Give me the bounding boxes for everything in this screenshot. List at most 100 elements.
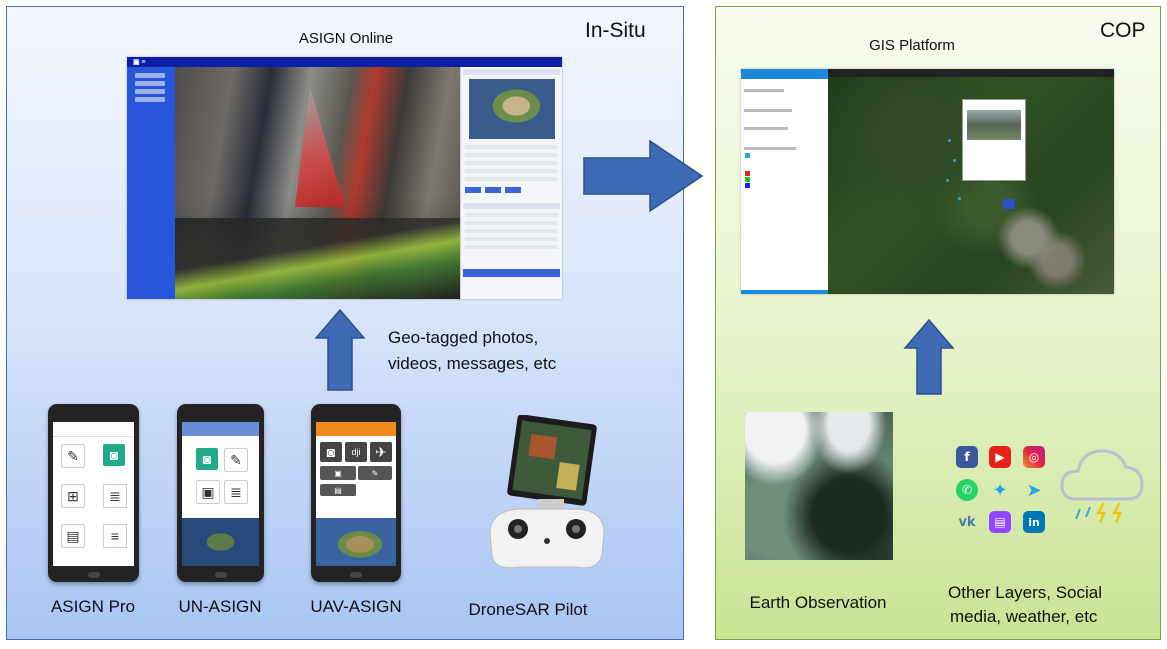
asign-online-screenshot: ▣ ≡	[127, 57, 562, 299]
camera-icon: ◙	[196, 448, 218, 470]
device-label-uav-asign: UAV-ASIGN	[310, 597, 402, 616]
gis-platform-screenshot	[741, 69, 1114, 294]
up-arrow-to-asign-online	[314, 308, 366, 391]
camera-icon: ◙	[103, 444, 125, 466]
world-map	[182, 518, 259, 566]
map-pin	[958, 197, 961, 200]
sidebar-item	[135, 97, 165, 102]
sidebar-item	[135, 73, 165, 78]
popup-photo	[967, 110, 1021, 140]
news-icon: ▤	[61, 524, 85, 548]
vk-icon: vk	[958, 514, 976, 530]
asign-online-sidebar	[127, 67, 175, 299]
device-label-dronesar-pilot: DroneSAR Pilot	[468, 600, 588, 619]
details-header	[463, 69, 560, 75]
details-row	[465, 169, 558, 173]
message-row	[465, 245, 558, 249]
asign-logo: ▣ ≡	[133, 59, 146, 66]
sailing-boat-photo	[175, 67, 460, 299]
details-button	[465, 187, 481, 193]
asign-online-details-panel	[460, 67, 562, 299]
home-button	[350, 572, 362, 578]
sidebar-item	[135, 89, 165, 94]
asign-pro-phone: ✎ ◙ ⊞ ≣ ▤ ≡	[48, 404, 139, 582]
details-row	[465, 153, 558, 157]
add-collection-icon: ⊞	[61, 484, 85, 508]
document-icon: ≣	[224, 480, 248, 504]
uav-asign-phone: ◙ dji ✈ ▣ ✎ ▤	[311, 404, 401, 582]
edit-icon: ✎	[61, 444, 85, 468]
map-pin	[948, 139, 951, 142]
message-row	[465, 229, 558, 233]
device-label-un-asign: UN-ASIGN	[178, 597, 262, 616]
right-arrow-to-cop	[583, 139, 704, 213]
twitter-icon: ✦	[992, 479, 1008, 501]
cop-title: COP	[1100, 19, 1146, 42]
youtube-icon: ▶	[989, 446, 1011, 468]
gis-layer-panel	[741, 69, 829, 294]
storm-cloud-icon	[1060, 449, 1144, 524]
uav-map	[316, 518, 396, 566]
up-arrow-to-gis-platform	[903, 318, 955, 395]
home-button	[214, 572, 227, 578]
message-row	[465, 213, 558, 217]
dji-icon: dji	[345, 442, 367, 462]
home-button	[87, 572, 100, 578]
uav-asign-header	[316, 422, 396, 436]
flood-area	[1003, 199, 1015, 209]
message-row	[465, 237, 558, 241]
twitch-icon: ▤	[989, 511, 1011, 533]
gis-toolbar	[741, 69, 828, 79]
layer-line	[744, 127, 788, 130]
other-layers-line1: Other Layers, Social	[948, 583, 1103, 602]
layer-line	[744, 89, 784, 92]
asign-pro-header	[53, 422, 134, 437]
drone-icon: ✈	[370, 442, 392, 462]
layer-swatch	[745, 153, 750, 158]
un-asign-phone: ◙ ✎ ▣ ≣	[177, 404, 264, 582]
gis-platform-caption: GIS Platform	[869, 37, 955, 54]
layer-line	[744, 147, 796, 150]
details-row	[465, 161, 558, 165]
other-layers-line2: media, weather, etc	[950, 607, 1098, 626]
feature-popup	[962, 99, 1026, 181]
sail-shape	[295, 87, 345, 207]
linkedin-icon: in	[1023, 511, 1045, 533]
sidebar-item	[135, 81, 165, 86]
details-action-button	[463, 269, 560, 277]
hull-shape	[175, 217, 460, 299]
message-row	[465, 221, 558, 225]
gallery-icon: ▣	[196, 480, 220, 504]
uav-asign-screen: ◙ dji ✈ ▣ ✎ ▤	[316, 422, 396, 566]
map-pin	[953, 159, 956, 162]
details-row	[465, 177, 558, 181]
gis-map-toolbar	[828, 69, 1114, 77]
details-row	[465, 145, 558, 149]
green-band-swatch	[745, 177, 750, 182]
instagram-icon: ◎	[1023, 446, 1045, 468]
asign-pro-screen: ✎ ◙ ⊞ ≣ ▤ ≡	[53, 422, 134, 566]
message-button: ✎	[358, 466, 392, 480]
drone-remote-controller	[489, 415, 605, 569]
layer-line	[744, 109, 792, 112]
edit-icon: ✎	[224, 448, 248, 472]
upload-note-line1: Geo-tagged photos,	[388, 328, 539, 347]
red-band-swatch	[745, 171, 750, 176]
asign-online-caption: ASIGN Online	[298, 30, 394, 47]
details-button	[485, 187, 501, 193]
asign-online-topbar: ▣ ≡	[127, 57, 562, 67]
telegram-icon: ➤	[1026, 479, 1042, 501]
location-minimap	[469, 79, 555, 139]
whatsapp-icon: ✆	[956, 479, 978, 501]
collections-icon: ≣	[103, 484, 127, 508]
blue-band-swatch	[745, 183, 750, 188]
photo-button: ▣	[320, 466, 356, 480]
facebook-icon: f	[956, 446, 978, 468]
device-label-asign-pro: ASIGN Pro	[50, 597, 136, 616]
un-asign-header	[182, 422, 259, 436]
list-icon: ≡	[103, 524, 127, 548]
details-button	[505, 187, 521, 193]
satellite-imagery-map	[828, 69, 1114, 294]
upload-note-line2: videos, messages, etc	[388, 354, 557, 373]
gallery-button: ▤	[320, 484, 356, 496]
